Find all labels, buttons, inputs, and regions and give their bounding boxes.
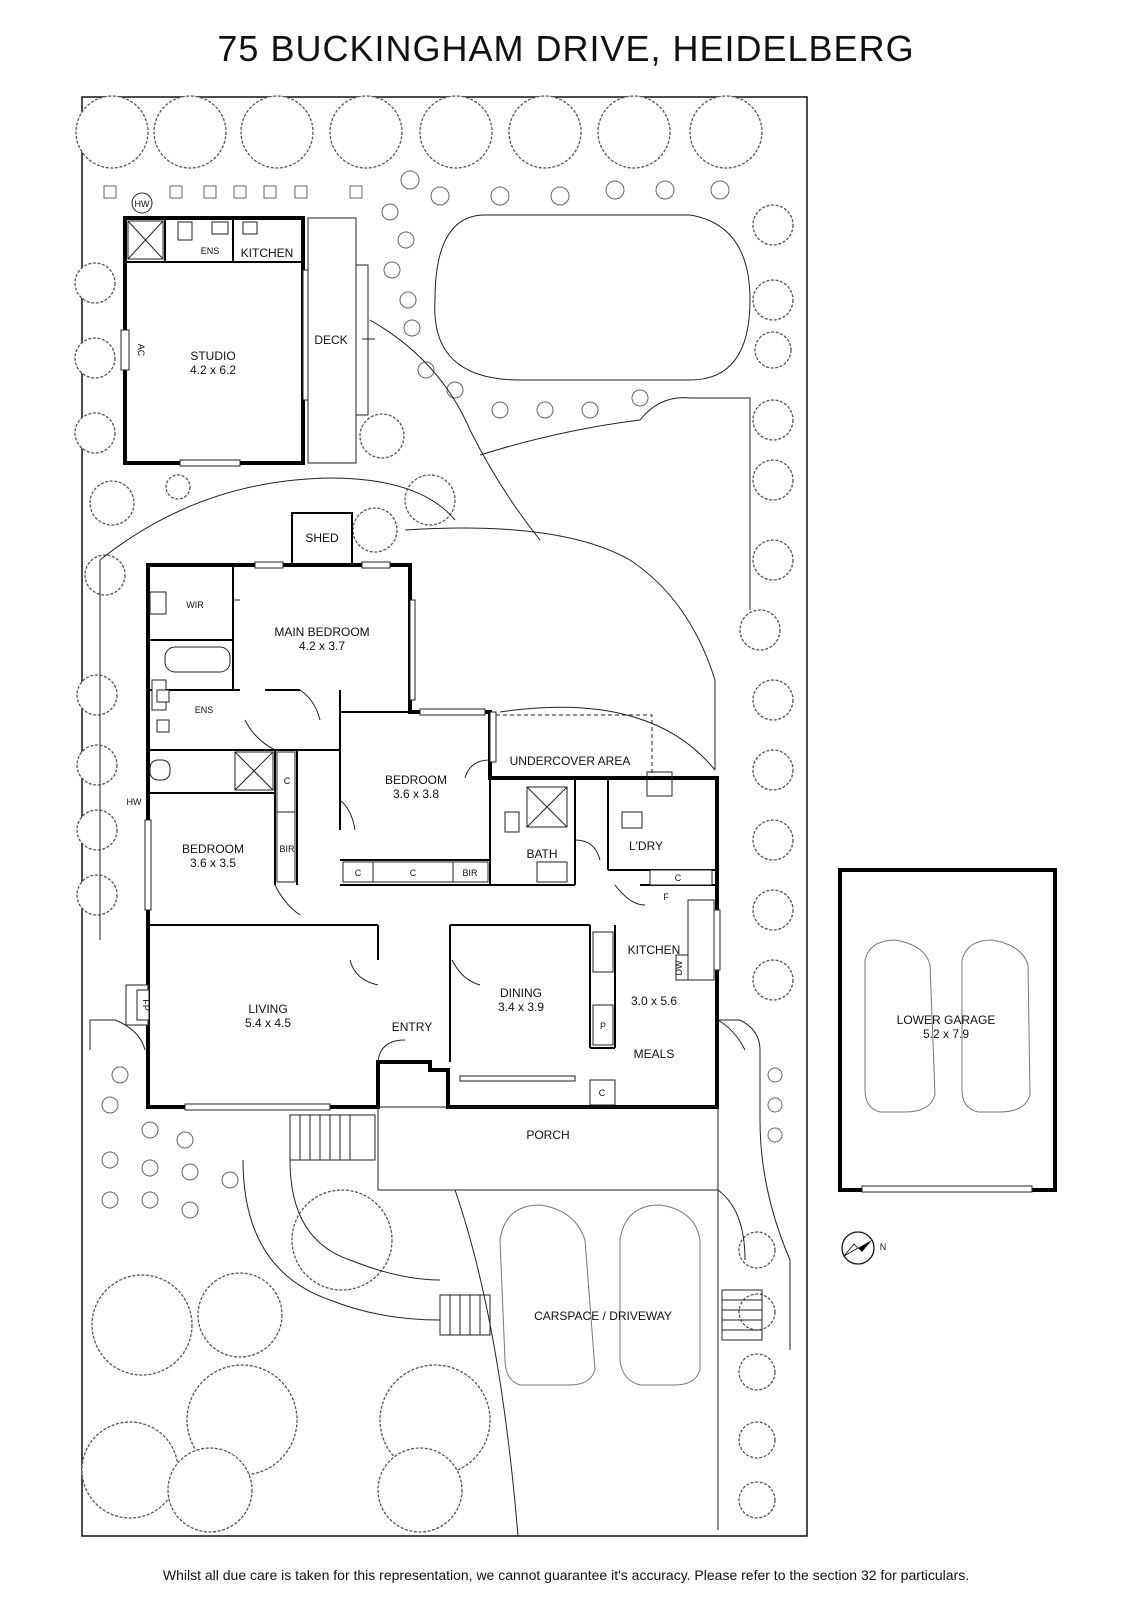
studio-ens-label: ENS (201, 246, 220, 256)
kitchen-size: 3.0 x 5.6 (631, 994, 677, 1008)
bedroom-1-label: BEDROOM (182, 842, 244, 856)
plan-title: 75 BUCKINGHAM DRIVE, HEIDELBERG (217, 28, 915, 69)
bedroom-2-label: BEDROOM (385, 773, 447, 787)
house-walls (146, 563, 719, 1109)
entry-label: ENTRY (392, 1020, 432, 1034)
disclaimer: Whilst all due care is taken for this re… (162, 1567, 970, 1583)
studio-size: 4.2 x 6.2 (190, 363, 236, 377)
studio-kitchen-label: KITCHEN (241, 246, 294, 260)
wir-label: WIR (186, 600, 204, 610)
laundry-c-label: C (675, 873, 682, 883)
hw-label: HW (127, 797, 142, 807)
compass-north-label: N (880, 1242, 887, 1252)
bir-1-label: BIR (279, 844, 295, 854)
garden-trees (74, 95, 794, 1533)
bedroom-2-size: 3.6 x 3.8 (393, 787, 439, 801)
dining-label: DINING (500, 986, 542, 1000)
carspace-label: CARSPACE / DRIVEWAY (534, 1309, 672, 1323)
studio-ac-label: AC (136, 344, 146, 357)
ens-label: ENS (195, 705, 214, 715)
dining-c-label: C (599, 1088, 606, 1098)
fp-label: FP (141, 999, 151, 1011)
landscape-paths (89, 214, 791, 1537)
dining-size: 3.4 x 3.9 (498, 1000, 544, 1014)
shed-label: SHED (305, 531, 339, 545)
shed (291, 512, 353, 565)
lower-garage-label: LOWER GARAGE (897, 1013, 996, 1027)
main-bedroom-label: MAIN BEDROOM (274, 625, 369, 639)
studio-hw-label: HW (135, 199, 150, 209)
pantry-label: P (600, 1021, 606, 1031)
living-size: 5.4 x 4.5 (245, 1016, 291, 1030)
robe-c2-label: C (410, 868, 417, 878)
undercover-area (496, 714, 673, 797)
porch (289, 1106, 763, 1341)
compass-icon (841, 1231, 875, 1265)
laundry-label: L'DRY (629, 839, 663, 853)
linen-c-label: C (284, 776, 291, 786)
bedroom-1-size: 3.6 x 3.5 (190, 856, 236, 870)
lower-garage-size: 5.2 x 7.9 (923, 1027, 969, 1041)
garden-shrubs (101, 170, 783, 1219)
property-boundary (81, 96, 808, 1537)
porch-label: PORCH (526, 1128, 569, 1142)
undercover-label: UNDERCOVER AREA (510, 754, 631, 768)
meals-label: MEALS (634, 1047, 675, 1061)
robe-c1-label: C (355, 868, 362, 878)
studio-building (120, 192, 309, 467)
fridge-label: F (663, 892, 669, 902)
room-labels: STUDIO 4.2 x 6.2 ENS KITCHEN HW AC DECK … (127, 199, 996, 1323)
main-bedroom-size: 4.2 x 3.7 (299, 639, 345, 653)
living-label: LIVING (248, 1002, 287, 1016)
kitchen-label: KITCHEN (628, 943, 681, 957)
deck (307, 217, 375, 464)
deck-label: DECK (314, 333, 347, 347)
bir-2-label: BIR (462, 868, 478, 878)
bath-label: BATH (526, 847, 557, 861)
house-fixtures (125, 561, 746, 1111)
studio-label: STUDIO (190, 349, 235, 363)
dw-label: DW (674, 960, 684, 975)
driveway-cars (499, 1204, 701, 1386)
lower-garage (838, 868, 1057, 1193)
